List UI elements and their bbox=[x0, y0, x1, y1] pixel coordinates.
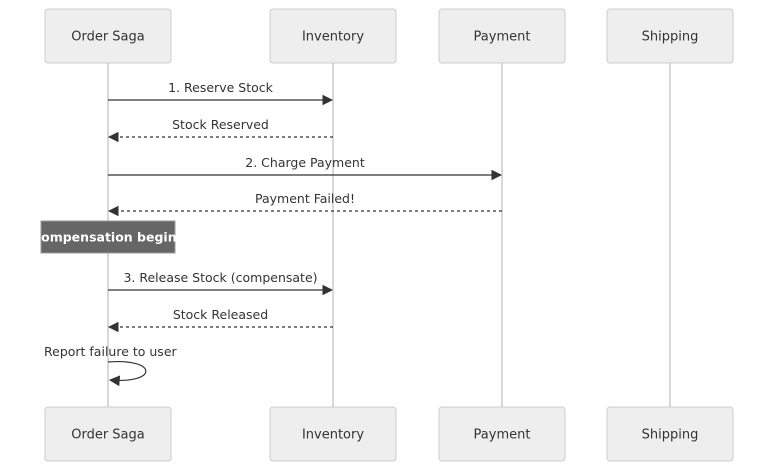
actor-box bbox=[269, 406, 397, 462]
message-3: 2. Charge Payment bbox=[108, 155, 503, 181]
note-box bbox=[40, 220, 176, 254]
actor-label: Order Saga bbox=[71, 428, 145, 443]
actor-label: Inventory bbox=[302, 30, 364, 45]
actor-box bbox=[44, 8, 172, 64]
actor-payment-top[interactable]: Payment bbox=[438, 8, 566, 64]
actor-order-bottom[interactable]: Order Saga bbox=[44, 406, 172, 462]
lifelines bbox=[107, 63, 671, 407]
actors-bottom: Order Saga Inventory Payment Shipping bbox=[44, 406, 734, 462]
actor-label: Payment bbox=[474, 428, 531, 443]
message-label: Payment Failed! bbox=[255, 191, 355, 206]
message-7: Stock Released bbox=[107, 307, 333, 333]
message-label: Stock Released bbox=[173, 307, 268, 322]
note-compensation: Compensation begins bbox=[32, 220, 184, 254]
actors-top: Order Saga Inventory Payment Shipping bbox=[44, 8, 734, 64]
message-label: 1. Reserve Stock bbox=[168, 80, 273, 95]
actor-label: Inventory bbox=[302, 428, 364, 443]
message-arrow bbox=[107, 360, 147, 387]
message-8: Report failure to user bbox=[44, 344, 178, 387]
actor-inventory-top[interactable]: Inventory bbox=[269, 8, 397, 64]
message-label: Report failure to user bbox=[44, 344, 178, 359]
actor-box bbox=[606, 406, 734, 462]
actor-label: Shipping bbox=[642, 30, 699, 45]
note-label: Compensation begins bbox=[32, 230, 184, 245]
actor-order-top[interactable]: Order Saga bbox=[44, 8, 172, 64]
message-4: Payment Failed! bbox=[107, 191, 502, 217]
message-1: 1. Reserve Stock bbox=[108, 80, 334, 106]
actor-box bbox=[606, 8, 734, 64]
actor-label: Payment bbox=[474, 30, 531, 45]
actor-box bbox=[269, 8, 397, 64]
actor-box bbox=[438, 8, 566, 64]
actor-shipping-top[interactable]: Shipping bbox=[606, 8, 734, 64]
message-2: Stock Reserved bbox=[107, 117, 333, 143]
actor-box bbox=[438, 406, 566, 462]
actor-label: Order Saga bbox=[71, 30, 145, 45]
message-label: Stock Reserved bbox=[172, 117, 269, 132]
actor-inventory-bottom[interactable]: Inventory bbox=[269, 406, 397, 462]
message-6: 3. Release Stock (compensate) bbox=[108, 270, 334, 296]
actor-label: Shipping bbox=[642, 428, 699, 443]
actor-box bbox=[44, 406, 172, 462]
actor-shipping-bottom[interactable]: Shipping bbox=[606, 406, 734, 462]
actor-payment-bottom[interactable]: Payment bbox=[438, 406, 566, 462]
message-label: 2. Charge Payment bbox=[245, 155, 365, 170]
message-label: 3. Release Stock (compensate) bbox=[123, 270, 317, 285]
